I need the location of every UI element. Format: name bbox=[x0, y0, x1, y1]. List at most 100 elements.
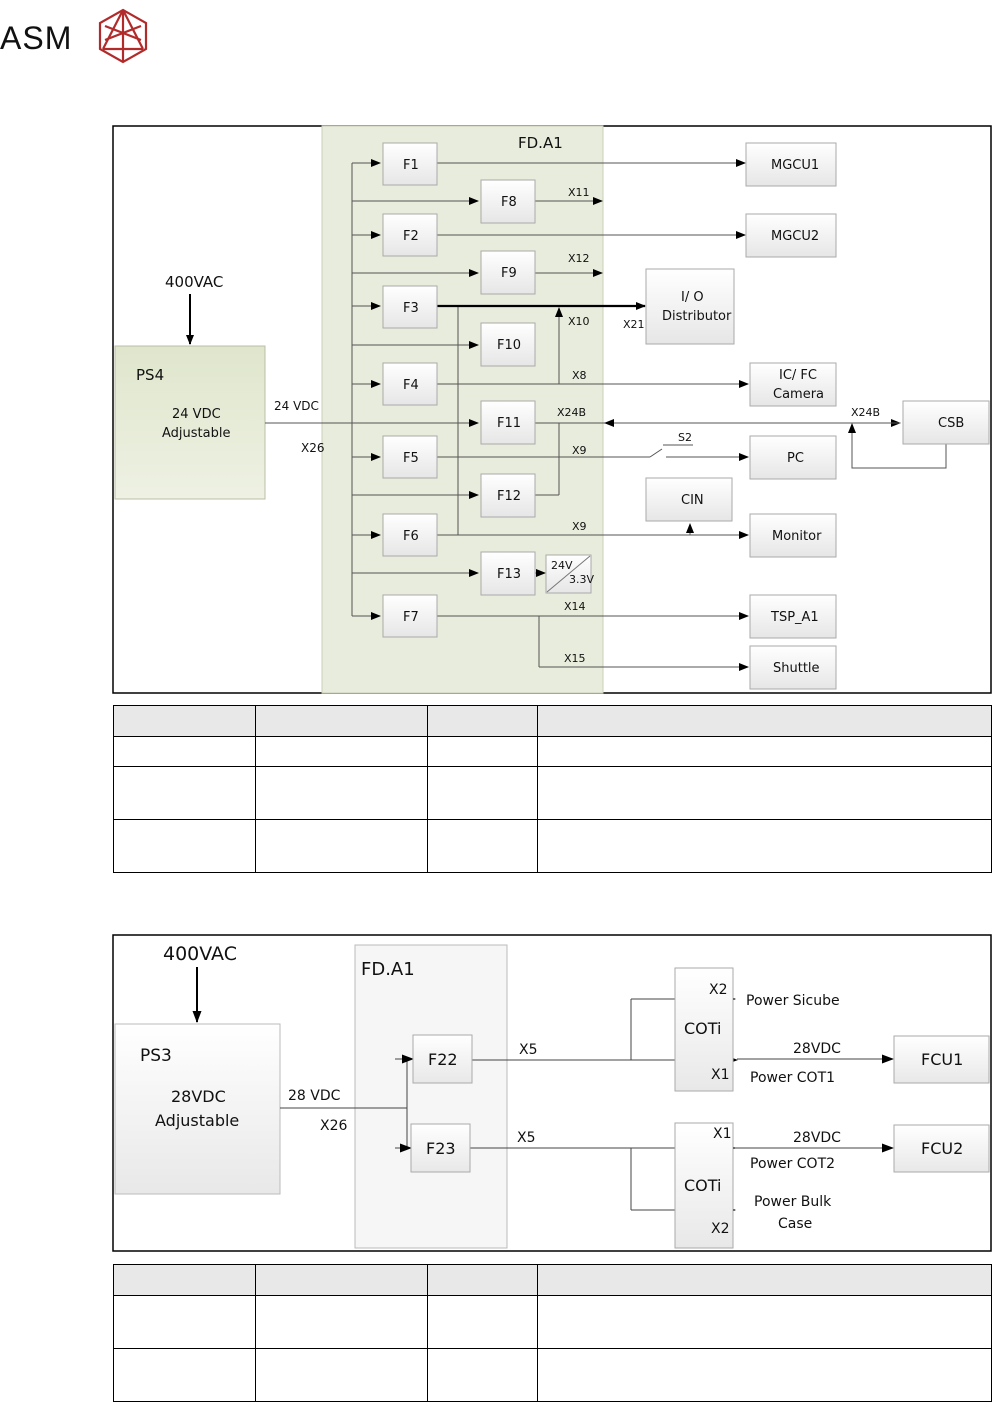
x5-label-a: X5 bbox=[519, 1042, 538, 1058]
fuse-f10[interactable] bbox=[480, 322, 536, 367]
x12-label: X12 bbox=[568, 252, 590, 265]
fuse-f4[interactable] bbox=[382, 362, 438, 406]
coti-2[interactable] bbox=[674, 1122, 734, 1249]
x15-label: X15 bbox=[564, 652, 586, 665]
device-fcu2[interactable] bbox=[893, 1124, 990, 1173]
device-csb[interactable] bbox=[902, 400, 990, 445]
tsp-label: TSP_A1 bbox=[770, 610, 819, 625]
s2-switch-label: S2 bbox=[678, 431, 692, 444]
fuse-f5-label: F5 bbox=[403, 451, 419, 466]
coti1-name: COTi bbox=[684, 1019, 722, 1038]
x24b-right-label: X24B bbox=[851, 406, 880, 419]
fuse-f10-label: F10 bbox=[497, 338, 521, 353]
device-shuttle[interactable] bbox=[749, 645, 837, 690]
fuse-f3[interactable] bbox=[382, 285, 438, 329]
device-tsp-a1[interactable] bbox=[749, 594, 837, 639]
io-label-1: I/ O bbox=[681, 290, 704, 305]
converter-bottom: 3.3V bbox=[569, 573, 594, 586]
x11-label: X11 bbox=[568, 186, 590, 199]
fuse-f11[interactable] bbox=[480, 400, 536, 445]
fd-title-2: FD.A1 bbox=[361, 959, 415, 980]
device-mgcu2[interactable] bbox=[745, 213, 837, 258]
ps3-line2: Adjustable bbox=[155, 1111, 239, 1130]
v28-label-b: 28VDC bbox=[793, 1130, 841, 1146]
ps4-box[interactable] bbox=[114, 345, 266, 500]
device-camera[interactable] bbox=[749, 362, 837, 407]
table-header bbox=[113, 1264, 992, 1296]
fuse-f23[interactable] bbox=[410, 1123, 471, 1173]
device-io-distributor[interactable] bbox=[645, 268, 735, 345]
device-fcu1[interactable] bbox=[893, 1035, 990, 1084]
device-monitor[interactable] bbox=[749, 513, 837, 558]
asm-hexagon-logo-icon bbox=[98, 8, 148, 64]
fuse-f12-label: F12 bbox=[497, 489, 521, 504]
fuse-f6-label: F6 bbox=[403, 529, 419, 544]
fuse-f5[interactable] bbox=[382, 435, 438, 479]
x9-label-b: X9 bbox=[572, 520, 587, 533]
x14-label: X14 bbox=[564, 600, 586, 613]
x9-label-a: X9 bbox=[572, 444, 587, 457]
device-pc[interactable] bbox=[749, 435, 837, 480]
ps3-box[interactable] bbox=[114, 1023, 281, 1195]
fuse-f6[interactable] bbox=[382, 513, 438, 557]
x21-label: X21 bbox=[623, 318, 645, 331]
power-diagram-ps3: 400VAC PS3 28VDC Adjustable 28 VDC X26 F… bbox=[112, 934, 992, 1252]
table-row bbox=[113, 766, 992, 820]
converter-top: 24V bbox=[551, 559, 573, 572]
fuse-f1[interactable] bbox=[382, 142, 438, 186]
fuse-f23-label: F23 bbox=[426, 1139, 456, 1158]
power-diagram-ps4: FD.A1 400VAC PS4 24 VDC Adjustable 24 VD… bbox=[112, 125, 992, 694]
fd-a1-panel bbox=[321, 125, 604, 694]
io-label-2: Distributor bbox=[662, 309, 732, 324]
coti1-x2: X2 bbox=[709, 982, 728, 998]
asm-logo: ASM bbox=[0, 8, 170, 64]
output-label: 24 VDC bbox=[274, 399, 319, 413]
input-label: 400VAC bbox=[165, 273, 223, 291]
fuse-f13-label: F13 bbox=[497, 567, 521, 582]
x24b-label: X24B bbox=[557, 406, 586, 419]
x26-label-2: X26 bbox=[320, 1118, 347, 1134]
ps4-name: PS4 bbox=[136, 366, 164, 384]
fuse-f7[interactable] bbox=[382, 594, 438, 638]
fcu2-label: FCU2 bbox=[921, 1139, 963, 1158]
device-cin[interactable] bbox=[645, 477, 733, 522]
camera-label-1: IC/ FC bbox=[779, 368, 817, 383]
fuse-f22[interactable] bbox=[412, 1034, 473, 1084]
ps4-line2: Adjustable bbox=[162, 426, 230, 441]
device-mgcu1[interactable] bbox=[745, 142, 837, 187]
fuse-f22-label: F22 bbox=[428, 1050, 458, 1069]
coti2-name: COTi bbox=[684, 1176, 722, 1195]
fuse-f8-label: F8 bbox=[501, 195, 517, 210]
fuse-f2[interactable] bbox=[382, 213, 438, 257]
coti2-x1: X1 bbox=[713, 1126, 732, 1142]
x26-label: X26 bbox=[301, 441, 325, 455]
ps3-name: PS3 bbox=[140, 1046, 172, 1066]
fuse-f3-label: F3 bbox=[403, 301, 419, 316]
v28-label-a: 28VDC bbox=[793, 1041, 841, 1057]
x10-label: X10 bbox=[568, 315, 590, 328]
logo-text: ASM bbox=[0, 20, 73, 56]
fuse-f7-label: F7 bbox=[403, 610, 419, 625]
cin-label: CIN bbox=[681, 493, 704, 508]
fuse-f12[interactable] bbox=[480, 473, 536, 518]
mgcu1-label: MGCU1 bbox=[771, 158, 819, 173]
fuse-f8[interactable] bbox=[480, 179, 536, 224]
fd-title: FD.A1 bbox=[518, 134, 563, 152]
camera-label-2: Camera bbox=[773, 387, 824, 402]
coti2-x2: X2 bbox=[711, 1221, 730, 1237]
fuse-f2-label: F2 bbox=[403, 229, 419, 244]
table-row bbox=[113, 736, 992, 767]
power-bulk-label-1: Power Bulk bbox=[754, 1194, 832, 1210]
x5-label-b: X5 bbox=[517, 1130, 536, 1146]
fuse-f9-label: F9 bbox=[501, 266, 517, 281]
fuse-f13[interactable] bbox=[480, 551, 536, 596]
table-row bbox=[113, 1348, 992, 1402]
table-header bbox=[113, 705, 992, 737]
coti1-x1: X1 bbox=[711, 1067, 730, 1083]
monitor-label: Monitor bbox=[772, 529, 822, 544]
fuse-f1-label: F1 bbox=[403, 158, 419, 173]
fuse-f4-label: F4 bbox=[403, 378, 419, 393]
fuse-f9[interactable] bbox=[480, 250, 536, 295]
coti-1[interactable] bbox=[674, 967, 734, 1092]
ps3-line1: 28VDC bbox=[171, 1087, 226, 1106]
